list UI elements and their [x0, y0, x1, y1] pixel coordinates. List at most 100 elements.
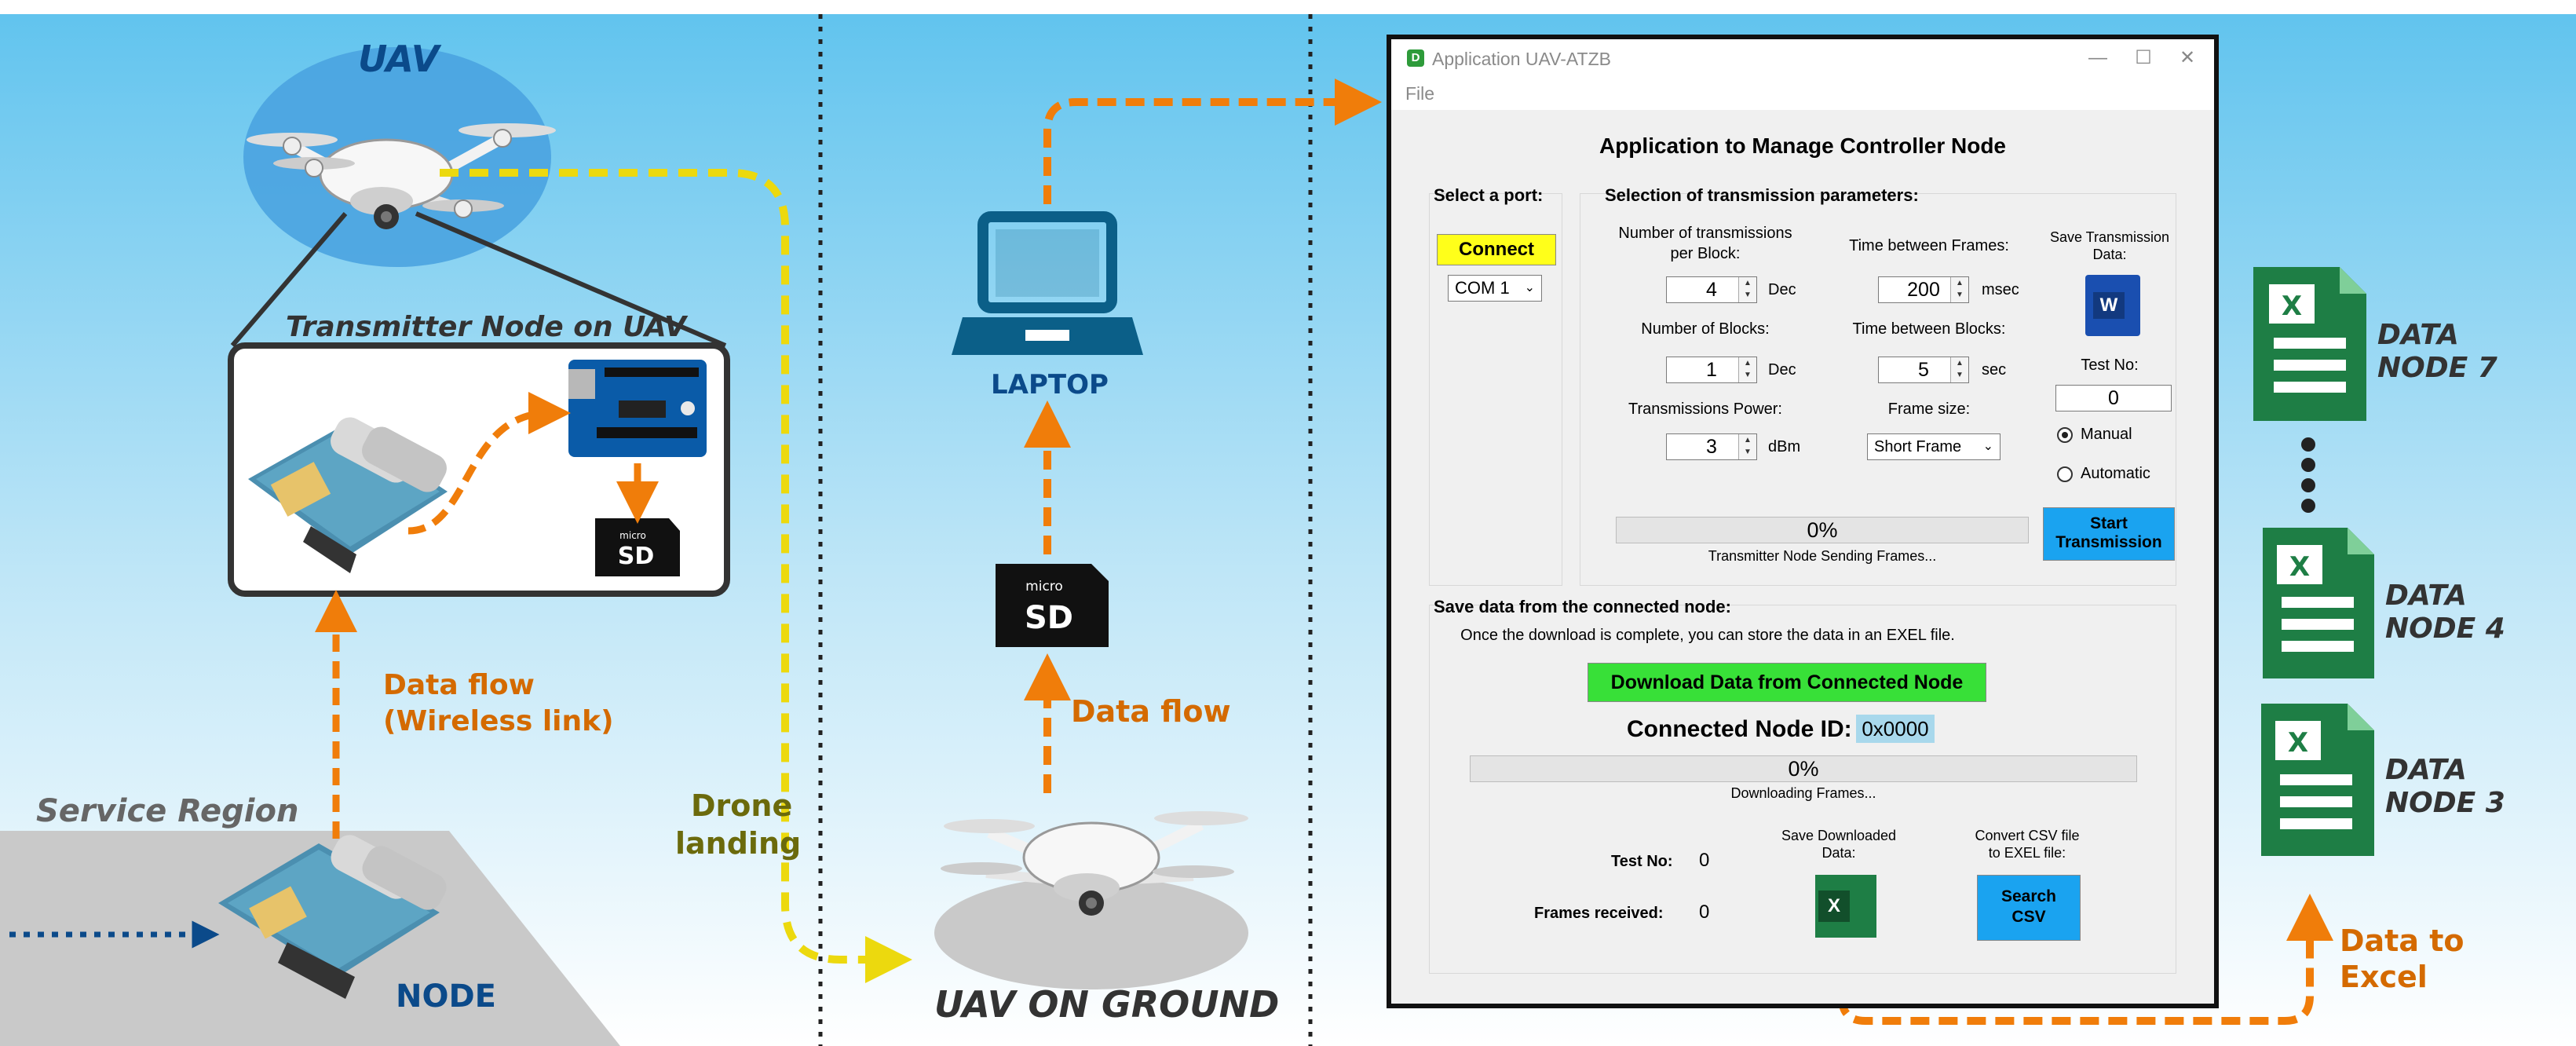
- node-label: NODE: [396, 978, 497, 1015]
- word-save-icon[interactable]: W: [2085, 275, 2140, 336]
- transmissions-label-2: per Block:: [1670, 245, 1741, 262]
- tx-progress-bar: 0%: [1616, 517, 2029, 543]
- sd-line1: micro: [1025, 579, 1063, 594]
- save-group: [1429, 605, 2176, 974]
- node-id-label: Connected Node ID:: [1627, 716, 1852, 742]
- power-value: 3: [1706, 436, 1717, 458]
- time-blocks-value: 5: [1918, 359, 1929, 381]
- automatic-label: Automatic: [2081, 465, 2150, 482]
- service-region-label: Service Region: [36, 793, 299, 829]
- app-heading: Application to Manage Controller Node: [1599, 133, 2006, 158]
- search-csv-button[interactable]: Search CSV: [1977, 875, 2081, 941]
- blocks-unit: Dec: [1768, 361, 1796, 379]
- laptop-icon: [952, 211, 1143, 355]
- blocks-stepper[interactable]: 1 ▲▼: [1666, 357, 1757, 383]
- convert-label-1: Convert CSV file: [1975, 828, 2080, 843]
- excel-2-label-line2: NODE 4: [2385, 613, 2505, 645]
- tx-test-no-label: Test No:: [2081, 357, 2139, 374]
- maximize-button[interactable]: ☐: [2135, 47, 2152, 68]
- frame-size-select[interactable]: Short Frame⌄: [1867, 433, 2001, 460]
- manual-radio[interactable]: [2057, 427, 2073, 443]
- time-frames-value: 200: [1907, 279, 1940, 301]
- download-progress-text: 0%: [1788, 757, 1819, 781]
- stepper-arrows-icon[interactable]: ▲▼: [1738, 357, 1756, 382]
- box-sd-line2: SD: [618, 543, 655, 570]
- save-group-title: Save data from the connected node:: [1434, 597, 1731, 616]
- drone-landing-label-2: landing: [675, 826, 802, 861]
- time-blocks-stepper[interactable]: 5 ▲▼: [1878, 357, 1969, 383]
- automatic-radio[interactable]: [2057, 466, 2073, 482]
- drone-landing-arrow: [440, 169, 912, 983]
- download-data-button[interactable]: Download Data from Connected Node: [1588, 663, 1986, 702]
- frames-received-value: 0: [1699, 902, 1710, 923]
- wireless-flow-label-2: (Wireless link): [383, 705, 614, 737]
- blocks-value: 1: [1706, 359, 1717, 381]
- stepper-arrows-icon[interactable]: ▲▼: [1738, 434, 1756, 459]
- save-tx-label-2: Data:: [2092, 247, 2127, 262]
- sd-line2: SD: [1025, 600, 1073, 636]
- window-title: Application UAV-ATZB: [1432, 49, 1611, 69]
- search-csv-label-2: CSV: [2011, 908, 2046, 926]
- title-bar[interactable]: D Application UAV-ATZB — ☐ ✕: [1391, 39, 2214, 77]
- excel-1-letter: X: [2282, 291, 2302, 322]
- stepper-arrows-icon[interactable]: ▲▼: [1738, 277, 1756, 302]
- dl-test-no-label: Test No:: [1611, 853, 1673, 870]
- power-stepper[interactable]: 3 ▲▼: [1666, 433, 1757, 460]
- board-to-arduino-arrow: [407, 392, 571, 535]
- save-dl-label-1: Save Downloaded: [1781, 828, 1897, 843]
- excel-2-letter: X: [2289, 551, 2310, 583]
- chevron-down-icon: ⌄: [1524, 281, 1535, 294]
- transmitter-board-icon: [248, 417, 448, 573]
- com-port-select[interactable]: COM 1 ⌄: [1448, 275, 1542, 302]
- transmissions-value: 4: [1706, 279, 1717, 301]
- transmitter-node-label: Transmitter Node on UAV: [286, 311, 687, 343]
- close-button[interactable]: ✕: [2179, 47, 2196, 68]
- port-group-title: Select a port:: [1434, 185, 1544, 205]
- time-frames-stepper[interactable]: 200 ▲▼: [1878, 276, 1969, 303]
- stepper-arrows-icon[interactable]: ▲▼: [1950, 357, 1968, 382]
- app-icon: D: [1407, 49, 1424, 67]
- word-letter: W: [2093, 292, 2125, 319]
- chevron-down-icon: ⌄: [1982, 440, 1993, 453]
- com-port-value: COM 1: [1455, 278, 1510, 298]
- convert-label-2: to EXEL file:: [1988, 845, 2066, 861]
- menu-bar: File: [1391, 77, 2214, 110]
- search-csv-label-1: Search: [2001, 887, 2057, 905]
- save-tx-label-1: Save Transmission: [2049, 229, 2170, 245]
- excel-save-icon[interactable]: X: [1815, 875, 1876, 938]
- time-blocks-unit: sec: [1982, 361, 2007, 379]
- save-dl-label-2: Data:: [1821, 845, 1856, 861]
- params-group-title: Selection of transmission parameters:: [1605, 185, 1919, 205]
- app-window: D Application UAV-ATZB — ☐ ✕ File Applic…: [1387, 35, 2219, 1008]
- excel-save-letter: X: [1818, 891, 1850, 922]
- download-progress-bar: 0%: [1470, 755, 2137, 782]
- save-info-text: Once the download is complete, you can s…: [1460, 627, 1955, 644]
- tx-test-no-input[interactable]: 0: [2055, 385, 2172, 411]
- tx-progress-caption: Transmitter Node Sending Frames...: [1708, 548, 1937, 564]
- dl-test-no-value: 0: [1699, 850, 1710, 871]
- data-to-excel-label-2: Excel: [2340, 960, 2428, 994]
- manual-label: Manual: [2081, 426, 2132, 443]
- ground-shadow: [934, 876, 1248, 989]
- connect-button[interactable]: Connect: [1437, 234, 1556, 265]
- minimize-button[interactable]: —: [2088, 47, 2107, 68]
- ellipsis-dots: [2301, 437, 2315, 513]
- excel-file-icon-2: X: [2263, 528, 2374, 678]
- top-border-strip: [0, 0, 2576, 14]
- drone-landing-label-1: Drone: [691, 788, 793, 823]
- data-flow-label: Data flow: [1071, 694, 1231, 729]
- excel-1-label-line2: NODE 7: [2377, 352, 2497, 384]
- transmissions-stepper[interactable]: 4 ▲▼: [1666, 276, 1757, 303]
- stepper-arrows-icon[interactable]: ▲▼: [1950, 277, 1968, 302]
- start-transmission-button[interactable]: Start Transmission: [2043, 507, 2175, 561]
- power-unit: dBm: [1768, 438, 1801, 455]
- data-to-excel-label-1: Data to: [2340, 923, 2465, 958]
- node-board-icon: [218, 835, 447, 999]
- menu-file[interactable]: File: [1405, 83, 1435, 104]
- arduino-board-icon: [568, 360, 707, 457]
- transmissions-unit: Dec: [1768, 281, 1796, 298]
- port-group: [1429, 193, 1562, 586]
- time-blocks-label: Time between Blocks:: [1852, 320, 2006, 338]
- wireless-flow-label-1: Data flow: [383, 669, 535, 701]
- excel-file-icon-3: X: [2261, 704, 2374, 856]
